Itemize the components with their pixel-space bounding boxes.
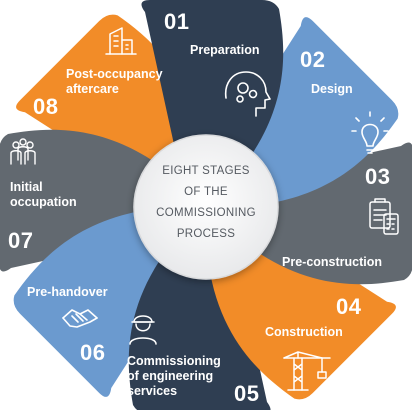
center-hub xyxy=(133,134,279,280)
stage-05-label: Commissioning of engineering services xyxy=(127,354,221,398)
stage-06-number: 06 xyxy=(80,340,106,365)
stage-blade-05 xyxy=(128,201,271,410)
stage-03-label: Pre-construction xyxy=(282,255,383,269)
stage-01-label: Preparation xyxy=(190,43,260,57)
group-people-icon xyxy=(10,138,36,165)
stage-04-label: Construction xyxy=(265,325,343,339)
head-gears-icon xyxy=(224,71,271,117)
stage-06-label: Pre-handover xyxy=(27,285,108,299)
stage-05-number: 05 xyxy=(234,381,260,406)
stage-08-label: Post-occupancy aftercare xyxy=(66,67,163,96)
stage-02-label: Design xyxy=(311,82,353,96)
handshake-icon xyxy=(62,309,98,328)
stage-04-number: 04 xyxy=(336,294,362,319)
lightbulb-icon xyxy=(351,111,389,154)
stage-07-label: Initial occupation xyxy=(10,180,77,209)
stage-08-number: 08 xyxy=(33,94,59,119)
center-disc xyxy=(133,134,279,280)
engineer-worker-icon xyxy=(129,315,157,345)
stage-03-number: 03 xyxy=(365,164,391,189)
stage-07-number: 07 xyxy=(8,228,34,253)
stage-01-number: 01 xyxy=(164,9,190,34)
stage-02-number: 02 xyxy=(300,47,326,72)
clipboard-calculator-icon xyxy=(369,198,399,235)
crane-icon xyxy=(283,351,331,391)
center-title: EIGHT STAGES OF THE COMMISSIONING PROCES… xyxy=(156,165,256,240)
building-icon xyxy=(105,27,137,55)
